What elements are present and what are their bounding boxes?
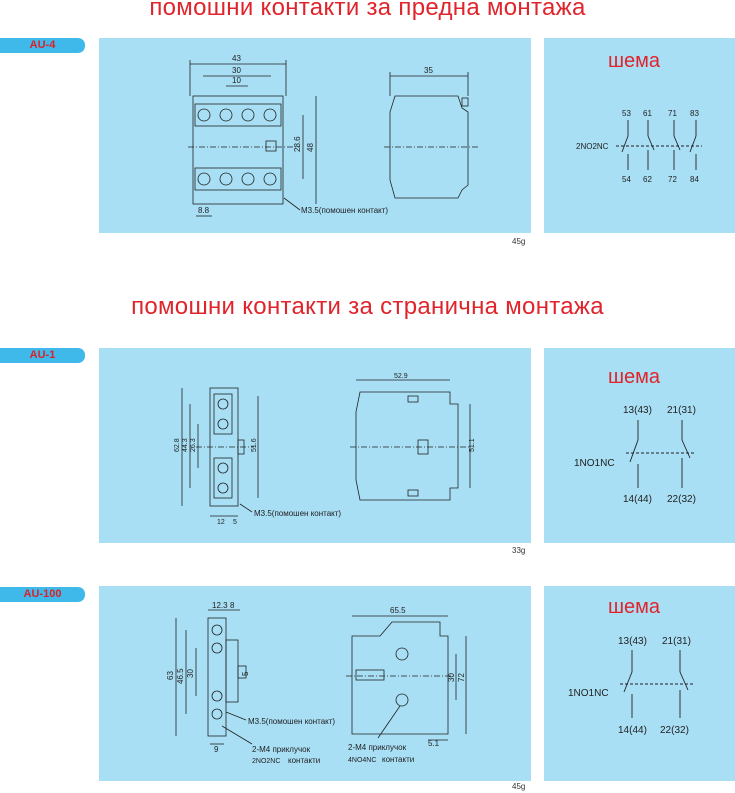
drawing-panel-au4 <box>99 38 531 233</box>
au100-dim-12-3: 12.3 <box>212 601 228 610</box>
au100-dim-30: 30 <box>186 669 195 678</box>
au4-terminal-note: M3.5(помошен контакт) <box>301 206 388 215</box>
au4-terminal-bottom-2: 62 <box>643 175 652 184</box>
au4-screw-2 <box>219 108 233 122</box>
au4-screw-3 <box>241 108 255 122</box>
drawing-panel-au1 <box>99 348 531 543</box>
weight-au100: 45g <box>512 782 526 791</box>
au100-screw-label-1: 2-M4 приклучок <box>252 745 311 754</box>
au4-screw-5 <box>197 172 211 186</box>
au4-dim-8-8: 8.8 <box>198 206 210 215</box>
au4-dim-43: 43 <box>232 54 241 63</box>
model-badge-au4: AU-4 <box>0 38 85 53</box>
schema-title-au4: шема <box>608 50 661 72</box>
au4-schema-label: 2NO2NC <box>576 142 609 151</box>
au4-terminal-bottom-3: 72 <box>668 175 677 184</box>
au1-dim-5: 5 <box>233 519 237 526</box>
schema-title-au1: шема <box>608 366 661 388</box>
au4-dim-28-6: 28.6 <box>293 136 302 152</box>
au100-schema-label: 1NO1NC <box>568 688 609 699</box>
au100-side-body <box>351 621 449 735</box>
au100-terminal-note: M3.5(помошен контакт) <box>248 717 335 726</box>
au4-terminal-bottom-1: 54 <box>622 175 631 184</box>
au4-terminal-bottom-4: 84 <box>690 175 699 184</box>
au4-indicator <box>265 140 277 152</box>
au4-dim-10: 10 <box>232 76 241 85</box>
au100-terminal-bottom-1: 14(44) <box>618 725 647 736</box>
drawing-panel-au100 <box>99 586 531 781</box>
au100-screw-sub-2: 4NO4NC <box>348 757 376 764</box>
au100-terminal-top-1: 13(43) <box>618 636 647 647</box>
au4-terminal-top-2: 61 <box>643 109 652 118</box>
au4-side-body <box>389 95 469 199</box>
au100-dim-5-1: 5.1 <box>428 739 440 748</box>
heading-front-mount: помошни контакти за предна монтажа <box>149 0 586 21</box>
au100-dim-9: 9 <box>214 745 219 754</box>
au4-top-terminals <box>194 103 282 127</box>
au100-terminal-bottom-2: 22(32) <box>660 725 689 736</box>
au100-dim-30b: 30 <box>447 673 456 682</box>
au1-terminal-top-2: 21(31) <box>667 405 696 416</box>
au4-screw-8 <box>263 172 277 186</box>
au100-dim-8: 8 <box>230 601 235 610</box>
schema-panel-au4 <box>544 38 735 233</box>
au100-dim-65-5: 65.5 <box>390 606 406 615</box>
au4-terminal-top-1: 53 <box>622 109 631 118</box>
au1-terminal-note: M3.5(помошен контакт) <box>254 509 341 518</box>
au4-terminal-top-4: 83 <box>690 109 699 118</box>
au4-screw-6 <box>219 172 233 186</box>
au1-terminal-top-1: 13(43) <box>623 405 652 416</box>
model-badge-au100: AU-100 <box>0 587 85 602</box>
schema-panel-au1 <box>544 348 735 543</box>
au100-dim-63: 63 <box>166 671 175 680</box>
au1-dim-62-8: 62.8 <box>174 438 181 452</box>
au4-screw-4 <box>263 108 277 122</box>
au100-screw-sub-1: 2NO2NC <box>252 758 280 765</box>
au1-terminal-bottom-2: 22(32) <box>667 494 696 505</box>
au4-dim-48: 48 <box>306 143 315 152</box>
au1-terminal-bottom-1: 14(44) <box>623 494 652 505</box>
au100-screw-label-2: 2-M4 приклучок <box>348 743 407 752</box>
au100-screw-word-2: контакти <box>382 755 414 764</box>
au1-dim-26-3: 26.3 <box>190 438 197 452</box>
au4-screw-1 <box>197 108 211 122</box>
au1-dim-52-9: 52.9 <box>394 373 408 380</box>
weight-au1: 33g <box>512 546 526 555</box>
au1-side-body <box>355 391 459 501</box>
au4-dim-35: 35 <box>424 66 433 75</box>
schema-title-au100: шема <box>608 596 661 618</box>
au100-screw-word-1: контакти <box>288 756 320 765</box>
au1-dim-51-1: 51.1 <box>469 438 476 452</box>
au100-dim-5: 5 <box>241 671 250 676</box>
heading-side-mount: помошни контакти за странична монтажа <box>131 293 604 320</box>
au4-screw-7 <box>241 172 255 186</box>
au1-dim-12: 12 <box>217 519 225 526</box>
schema-panel-au100 <box>544 586 735 781</box>
au100-dim-46-5: 46.5 <box>176 668 185 684</box>
model-badge-au1: AU-1 <box>0 348 85 363</box>
au100-terminal-top-2: 21(31) <box>662 636 691 647</box>
au4-bottom-terminals <box>194 167 282 191</box>
au4-body <box>192 95 284 205</box>
au1-schema-label: 1NO1NC <box>574 458 615 469</box>
au1-dim-44-3: 44.3 <box>182 438 189 452</box>
weight-au4: 45g <box>512 237 526 246</box>
au4-terminal-top-3: 71 <box>668 109 677 118</box>
au4-dim-30: 30 <box>232 66 241 75</box>
au100-dim-72: 72 <box>457 673 466 682</box>
au1-dim-51-6: 51.6 <box>251 438 258 452</box>
